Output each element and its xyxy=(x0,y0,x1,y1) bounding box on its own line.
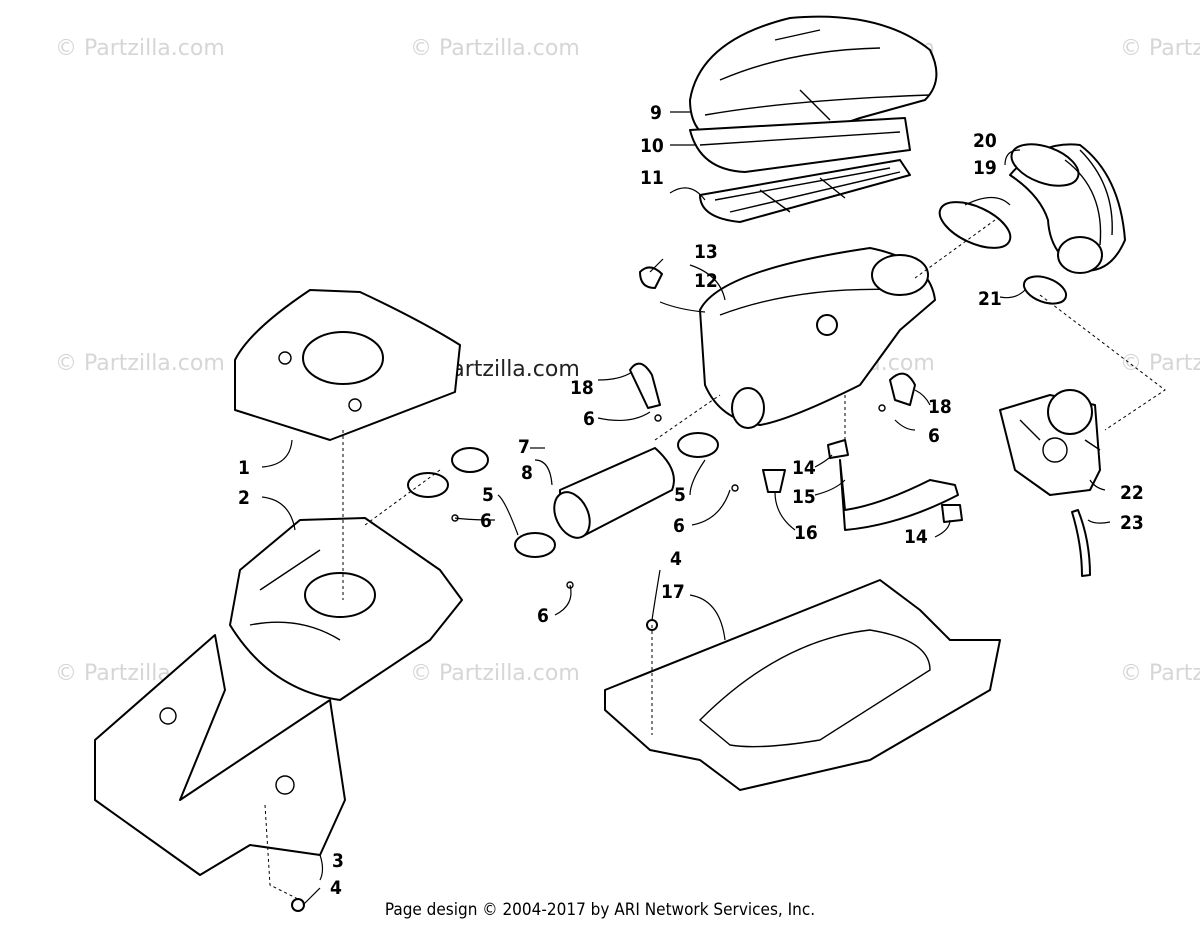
part-floor-panel xyxy=(604,579,1001,791)
callout-8: 8 xyxy=(521,462,533,484)
watermark-text: © Partzilla.com xyxy=(410,661,580,686)
watermark-text: © Partzilla.com xyxy=(1120,36,1200,61)
callout-20: 20 xyxy=(973,130,997,152)
callout-6: 6 xyxy=(480,510,492,532)
callout-2: 2 xyxy=(238,487,250,509)
callout-1: 1 xyxy=(238,457,250,479)
callout-11: 11 xyxy=(640,167,664,189)
callout-3: 3 xyxy=(332,850,344,872)
part-drain-valve xyxy=(762,469,786,493)
part-hose-clamp xyxy=(941,504,963,523)
callout-18: 18 xyxy=(928,396,952,418)
part-clamp xyxy=(677,432,719,458)
callout-6: 6 xyxy=(537,605,549,627)
part-bracket xyxy=(889,372,916,406)
alignment-lines xyxy=(264,219,1166,901)
part-ring xyxy=(451,447,489,473)
part-clamp xyxy=(1022,275,1068,305)
leader-lines xyxy=(261,111,1111,906)
watermark-text: © Partzilla.com xyxy=(1120,661,1200,686)
callout-13: 13 xyxy=(694,241,718,263)
callout-4: 4 xyxy=(330,877,342,899)
part-bracket xyxy=(629,362,661,409)
part-shroud xyxy=(94,634,346,876)
callout-12: 12 xyxy=(694,270,718,292)
callout-16: 16 xyxy=(794,522,818,544)
part-clip xyxy=(639,266,663,289)
callout-18: 18 xyxy=(570,377,594,399)
watermark-layer: © Partzilla.com © Partzilla.com © Partzi… xyxy=(55,36,1200,686)
callout-17: 17 xyxy=(661,581,685,603)
callout-14: 14 xyxy=(904,526,928,548)
part-intake-boot xyxy=(1009,143,1126,274)
copyright-footer: Page design © 2004-2017 by ARI Network S… xyxy=(384,900,816,920)
callout-22: 22 xyxy=(1120,482,1144,504)
callout-5: 5 xyxy=(674,484,686,506)
part-top-panel xyxy=(234,289,461,441)
callout-7: 7 xyxy=(518,436,530,458)
part-air-box xyxy=(699,247,936,429)
callout-14: 14 xyxy=(792,457,816,479)
watermark-text: © Partzilla.com xyxy=(1120,351,1200,376)
part-carburetor xyxy=(999,389,1101,496)
callout-23: 23 xyxy=(1120,512,1144,534)
callout-9: 9 xyxy=(650,102,662,124)
callout-labels: 1 2 3 4 4 5 5 6 6 6 6 6 7 8 9 10 11 12 1… xyxy=(238,102,1144,899)
part-drain-hose xyxy=(839,459,959,531)
part-filter-cage xyxy=(699,159,911,223)
watermark-text: © Partzilla.com xyxy=(55,36,225,61)
watermark-text: © Partzilla.com xyxy=(410,36,580,61)
callout-4: 4 xyxy=(670,548,682,570)
callout-15: 15 xyxy=(792,486,816,508)
callout-5: 5 xyxy=(482,484,494,506)
part-intake-tube xyxy=(553,447,675,539)
watermark-text: © Partzilla.com xyxy=(55,351,225,376)
fastener-layer xyxy=(291,404,886,912)
callout-6: 6 xyxy=(928,425,940,447)
callout-6: 6 xyxy=(583,408,595,430)
part-clamp xyxy=(407,472,449,498)
part-hose-clamp xyxy=(827,439,849,459)
callout-6: 6 xyxy=(673,515,685,537)
callout-19: 19 xyxy=(973,157,997,179)
callout-21: 21 xyxy=(978,288,1002,310)
callout-10: 10 xyxy=(640,135,664,157)
part-vent-hose xyxy=(1071,509,1091,577)
part-clamp xyxy=(938,201,1012,249)
part-clamp xyxy=(514,532,556,558)
part-air-filter xyxy=(689,117,911,173)
part-lower-air-box xyxy=(229,517,463,701)
